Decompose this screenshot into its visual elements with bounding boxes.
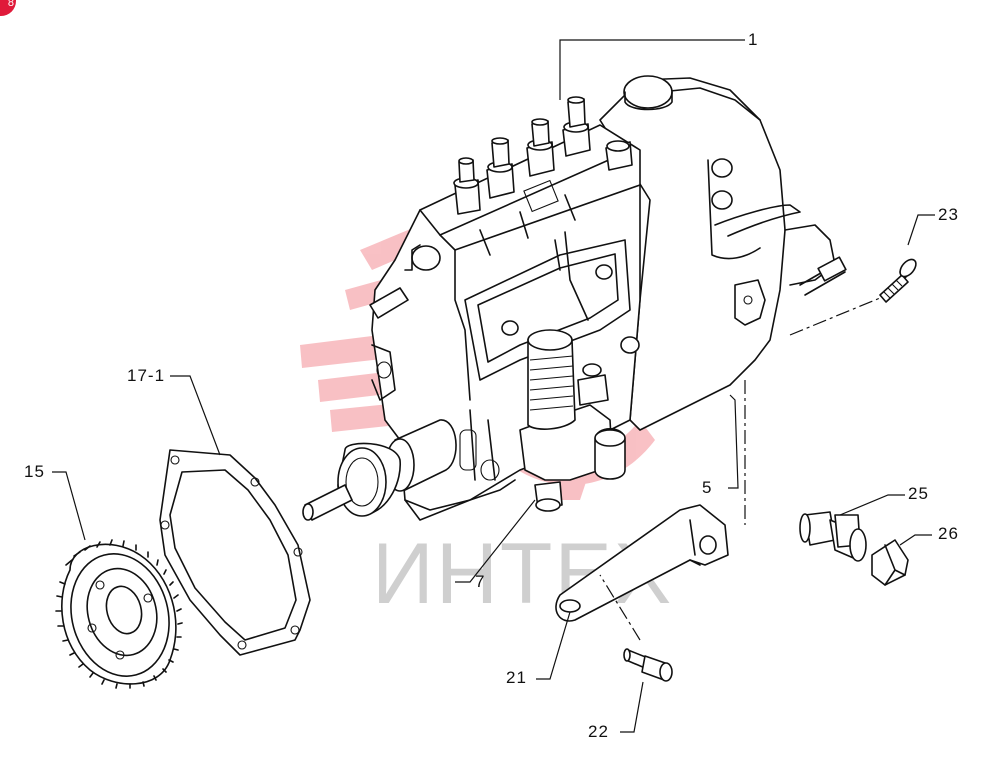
gasket [159, 449, 311, 656]
drive-gear [55, 539, 183, 689]
leader-lines [52, 39, 935, 733]
center-line-23 [789, 297, 881, 336]
bolt-22 [623, 648, 673, 682]
part-label-15: 15 [24, 462, 45, 481]
center-line-22 [599, 574, 641, 641]
part-label-17-1: 17-1 [127, 366, 166, 385]
corner-badge: 8 [0, 0, 16, 16]
part-label-5: 5 [702, 478, 713, 497]
stud-25 [799, 511, 867, 562]
bolt-23 [879, 258, 917, 303]
injection-pump-housing [302, 75, 847, 521]
part-label-23: 23 [938, 205, 959, 224]
bracket [555, 504, 729, 622]
cap-nut-26 [871, 539, 909, 586]
part-label-21: 21 [506, 668, 527, 687]
part-label-26: 26 [938, 524, 959, 543]
part-label-7: 7 [475, 572, 486, 591]
part-label-25: 25 [908, 484, 929, 503]
part-label-1: 1 [748, 30, 759, 49]
drive-shaft [302, 419, 457, 521]
part-label-22: 22 [588, 722, 609, 741]
delivery-valve-fittings [453, 96, 633, 215]
